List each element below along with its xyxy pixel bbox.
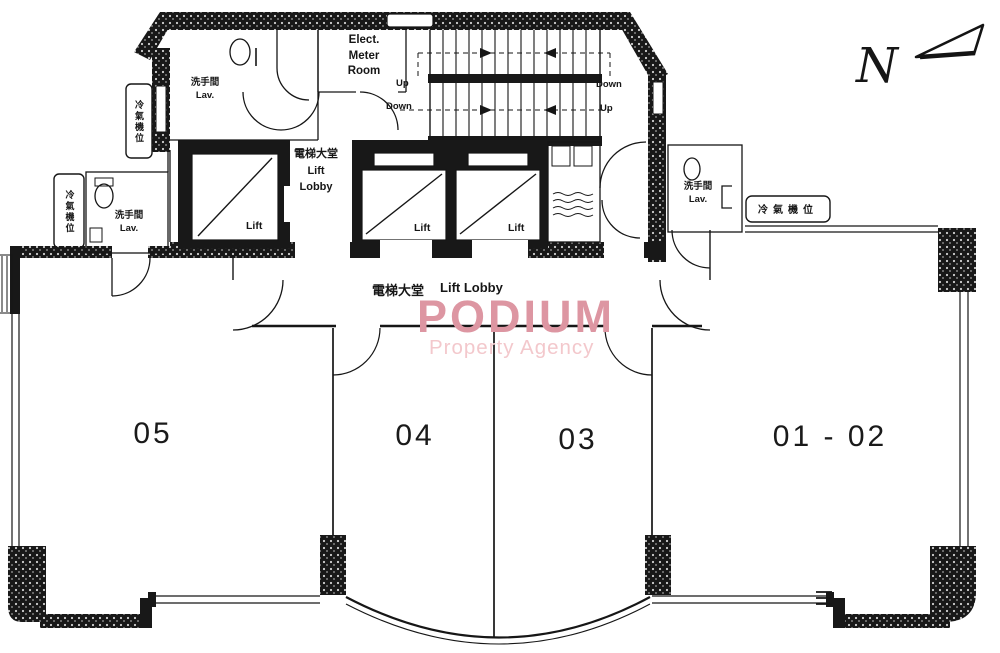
ac-plinth-label-2: 冷氣機位 [64, 190, 75, 234]
north-label: N [856, 38, 898, 94]
north-arrow-icon [914, 23, 985, 60]
lift-label-3: Lift [508, 222, 525, 234]
lift-lobby-label-zh: 電梯大堂 [372, 283, 425, 298]
lift-label-2: Lift [414, 222, 431, 234]
exterior-windows [0, 225, 969, 645]
lift-lobby-label: 電梯大堂 Lift Lobby [372, 280, 503, 299]
unit-number-05: 05 [133, 417, 173, 450]
lift-shafts [197, 157, 537, 237]
lobby-and-units [111, 230, 711, 638]
watermark-tagline: Property Agency [429, 336, 595, 359]
stairs-down-label-left: Down [386, 101, 412, 112]
stair-direction-arrows [480, 48, 556, 115]
ac-plinth-label-3: 冷氣機位 [758, 205, 818, 216]
ac-plinth-label-1: 冷氣機位 [134, 100, 144, 144]
stairs-up-label-left: Up [396, 78, 409, 89]
lift-label-1: Lift [246, 220, 263, 232]
upper-lift-lobby-label: 電梯大堂 Lift Lobby [294, 148, 338, 193]
unit-number-01-02: 01 - 02 [772, 420, 888, 453]
unit-number-04: 04 [395, 419, 435, 452]
watermark-brand: PODIUM [417, 291, 615, 342]
unit-number-03: 03 [558, 423, 598, 456]
lavatory-label-right: 洗手間 Lav. [683, 181, 713, 205]
stairs-down-label-right: Down [596, 79, 622, 90]
staircase [400, 30, 611, 140]
lavatory-label-top-left: 洗手間 Lav. [190, 77, 220, 101]
wall-openings [155, 13, 664, 258]
stairs-up-label-right: Up [600, 103, 613, 114]
lavatory-label-left: 洗手間 Lav. [114, 210, 144, 234]
meter-room-label: Elect. Meter Room [347, 34, 381, 78]
interior-walls [53, 28, 831, 269]
lift-lobby-label-en: Lift Lobby [440, 280, 503, 295]
